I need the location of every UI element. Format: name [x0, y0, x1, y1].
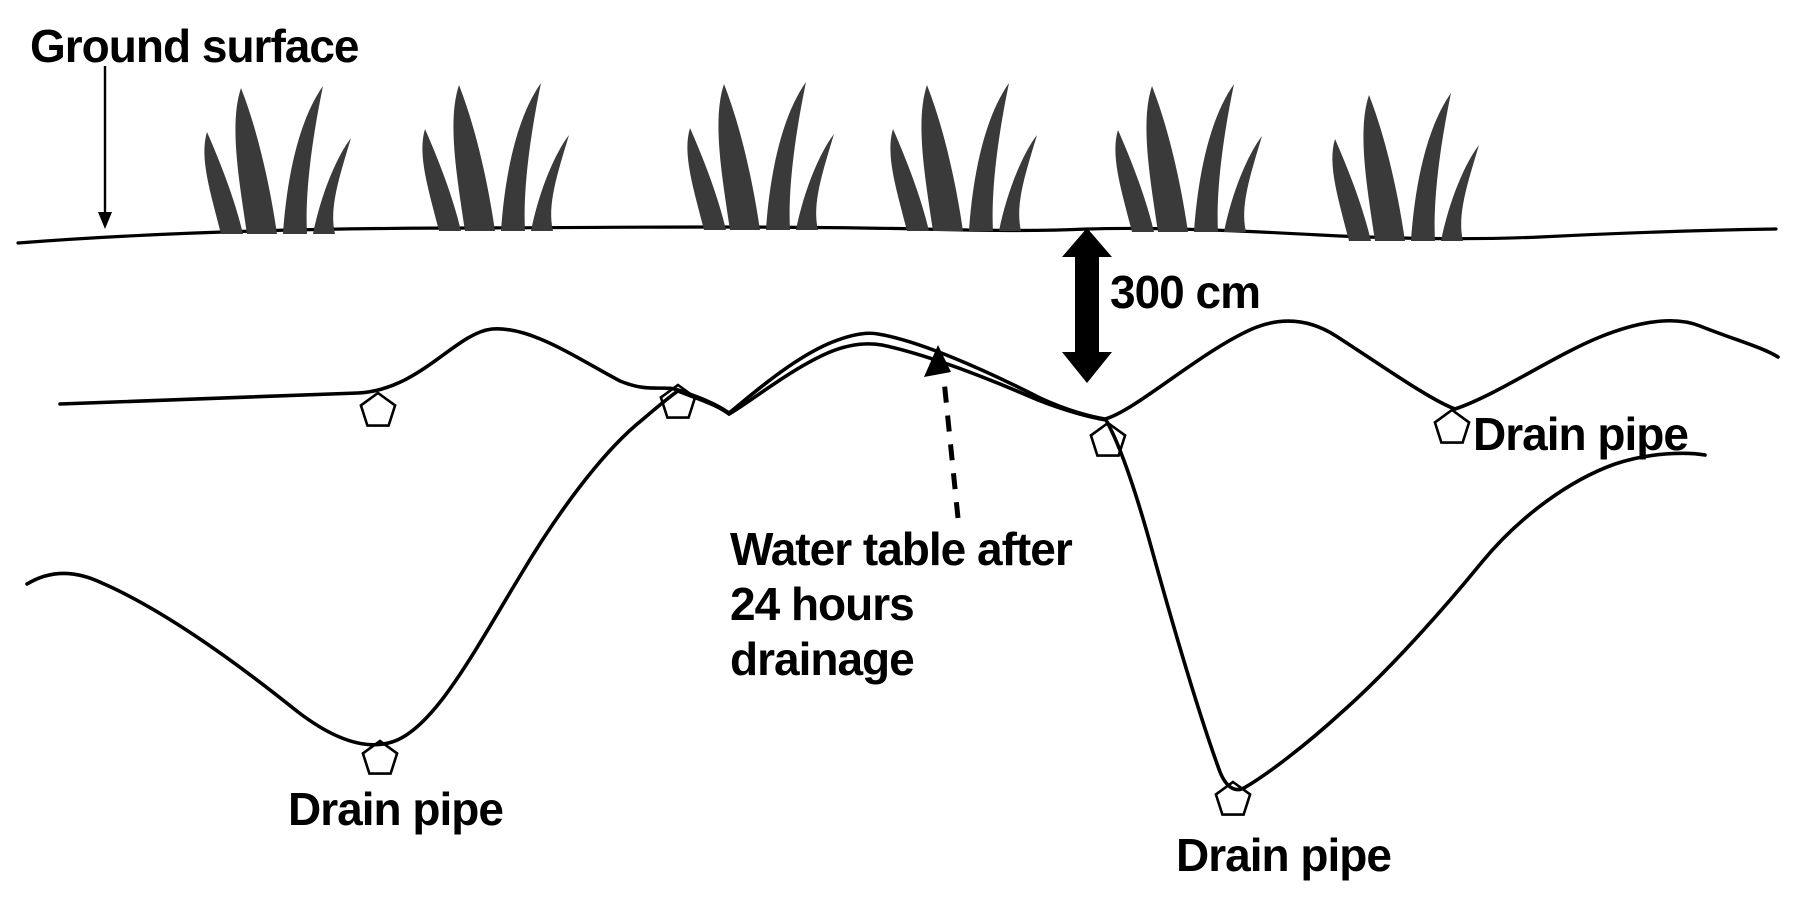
water-table-label-line2: 24 hours: [730, 578, 914, 630]
water-table-initial-curve: [25, 342, 1707, 792]
depth-arrow-icon: [1062, 228, 1112, 383]
depth-label: 300 cm: [1110, 266, 1260, 318]
drain-pipe-icon: [1433, 408, 1471, 444]
ground-surface-line: [16, 225, 1778, 245]
ground-surface-label: Ground surface: [30, 20, 359, 72]
grass-tuft-icon: [1332, 93, 1479, 241]
grass-tuft-icon: [890, 83, 1037, 231]
water-table-pointer-dashed-line: [941, 379, 961, 519]
water-table-pointer-arrowhead-icon: [924, 345, 951, 377]
grass-tuft-icon: [422, 83, 569, 231]
grass-tuft-icon: [204, 86, 351, 234]
drain-pipe-label-right: Drain pipe: [1473, 408, 1688, 460]
grass-tuft-icon: [1115, 84, 1262, 232]
drain-pipe-label-bottom-right: Drain pipe: [1176, 829, 1391, 881]
water-table-after-drainage-curve: [58, 319, 1780, 421]
water-table-label-line1: Water table after: [730, 523, 1073, 575]
water-table-label-line3: drainage: [730, 633, 914, 685]
ground-surface-arrowhead-icon: [98, 212, 112, 229]
drain-pipe-icon: [359, 391, 397, 427]
grass-tuft-icon: [687, 82, 834, 230]
drain-pipe-label-left: Drain pipe: [288, 783, 503, 835]
